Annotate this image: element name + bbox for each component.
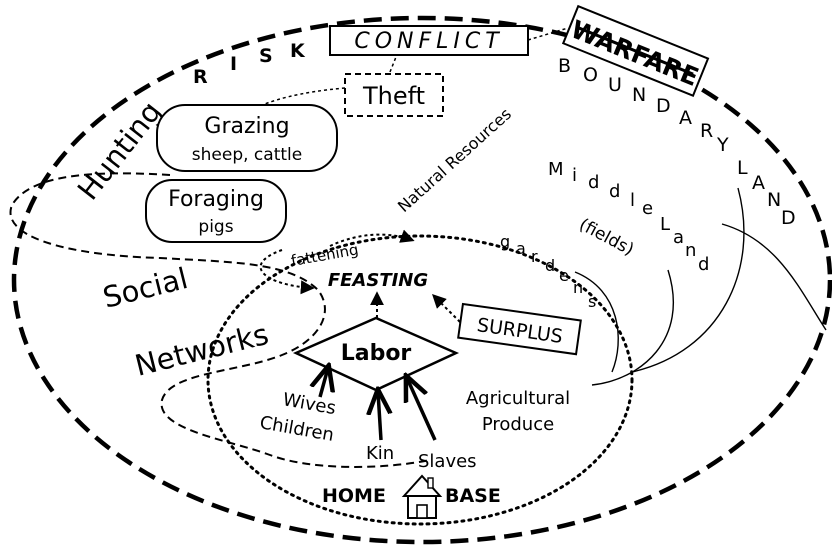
boundary-letter: Y — [716, 134, 729, 156]
social-label: Social — [99, 261, 191, 315]
outer-land-label: L A N D — [737, 157, 796, 229]
wives-labor-arrow — [320, 368, 328, 398]
conflict-box — [329, 25, 529, 56]
gardens-label: g a r d e n s — [500, 232, 596, 311]
agricultural-label: Agricultural — [466, 388, 570, 409]
gardens-letter: s — [588, 292, 596, 311]
conflict-warfare-connector — [527, 27, 569, 41]
middle-letter: i — [572, 165, 577, 186]
outer-boundary-ellipse — [11, 15, 832, 545]
middle-land-curve-1 — [574, 271, 619, 373]
foraging-title: Foraging — [168, 187, 264, 212]
produce-label: Produce — [482, 414, 554, 435]
middle-land-curve-2 — [591, 269, 674, 386]
slaves-labor-arrow — [407, 378, 437, 441]
social-networks-loop — [9, 172, 431, 468]
middle-letter: d — [609, 181, 620, 202]
boundary-letter: B — [558, 55, 571, 77]
theft-box — [344, 73, 444, 117]
land-letter: L — [660, 214, 670, 235]
land-letter: D — [781, 207, 796, 229]
labor-diamond[interactable] — [292, 316, 460, 392]
land-letter: N — [767, 189, 781, 211]
house-icon — [401, 474, 443, 519]
risk-label: R I S K — [193, 40, 306, 88]
foraging-box[interactable] — [145, 179, 287, 243]
middle-letter: l — [630, 190, 635, 211]
natural-resources-label: Natural Resources — [394, 104, 515, 216]
land-letter: A — [752, 172, 765, 194]
foraging-subtitle: pigs — [198, 217, 233, 237]
risk-letter: K — [290, 40, 306, 62]
gardens-letter: a — [516, 239, 526, 258]
labor-label: Labor — [341, 341, 412, 366]
theft-grazing-connector — [251, 87, 346, 111]
home-label: HOME — [322, 485, 386, 507]
boundary-letter: R — [700, 120, 713, 142]
wives-label: Wives — [281, 389, 337, 419]
base-label: BASE — [445, 485, 501, 507]
risk-letter: S — [259, 45, 273, 67]
boundary-letter: D — [656, 95, 671, 117]
gardens-letter: g — [500, 232, 510, 251]
fields-label: (fields) — [576, 215, 637, 260]
risk-letter: I — [230, 53, 237, 75]
gardens-letter: e — [559, 266, 569, 285]
gardens-letter: n — [573, 278, 583, 297]
outer-land-curve — [721, 223, 827, 331]
theft-label: Theft — [362, 82, 425, 110]
feasting-label: FEASTING — [328, 270, 428, 291]
gardens-letter: d — [545, 256, 555, 275]
grazing-title: Grazing — [204, 114, 289, 139]
kin-labor-arrow — [378, 392, 381, 441]
kin-label: Kin — [366, 443, 394, 464]
risk-letter: R — [193, 66, 208, 88]
boundary-letter: U — [608, 74, 622, 96]
middle-letter: e — [642, 198, 653, 219]
boundary-letter: N — [632, 84, 646, 106]
land-letter: L — [737, 157, 748, 179]
middle-letter: d — [588, 172, 599, 193]
slaves-label: Slaves — [418, 451, 477, 472]
grazing-box[interactable] — [156, 104, 338, 172]
middle-land-curve-3 — [631, 187, 745, 373]
surplus-box — [457, 302, 582, 356]
middle-land-label: M i d d l e L a n d — [548, 159, 709, 275]
conflict-label: CONFLICT — [354, 29, 503, 54]
middle-letter: M — [548, 159, 564, 180]
fattening-label: fattening — [290, 240, 360, 270]
boundary-label: B O U N D A R Y — [558, 55, 729, 156]
networks-label: Networks — [131, 317, 271, 383]
land-letter: a — [673, 227, 684, 248]
boundary-letter: A — [679, 107, 692, 129]
surplus-feasting-arrow — [432, 294, 461, 323]
land-letter: n — [685, 240, 696, 261]
home-base-ellipse — [206, 234, 634, 526]
fattening-arrow — [259, 249, 315, 295]
grazing-subtitle: sheep, cattle — [192, 145, 302, 165]
boundary-letter: O — [583, 64, 598, 86]
land-letter: d — [698, 254, 709, 275]
gardens-letter: r — [531, 247, 538, 266]
warfare-strike — [577, 26, 694, 76]
